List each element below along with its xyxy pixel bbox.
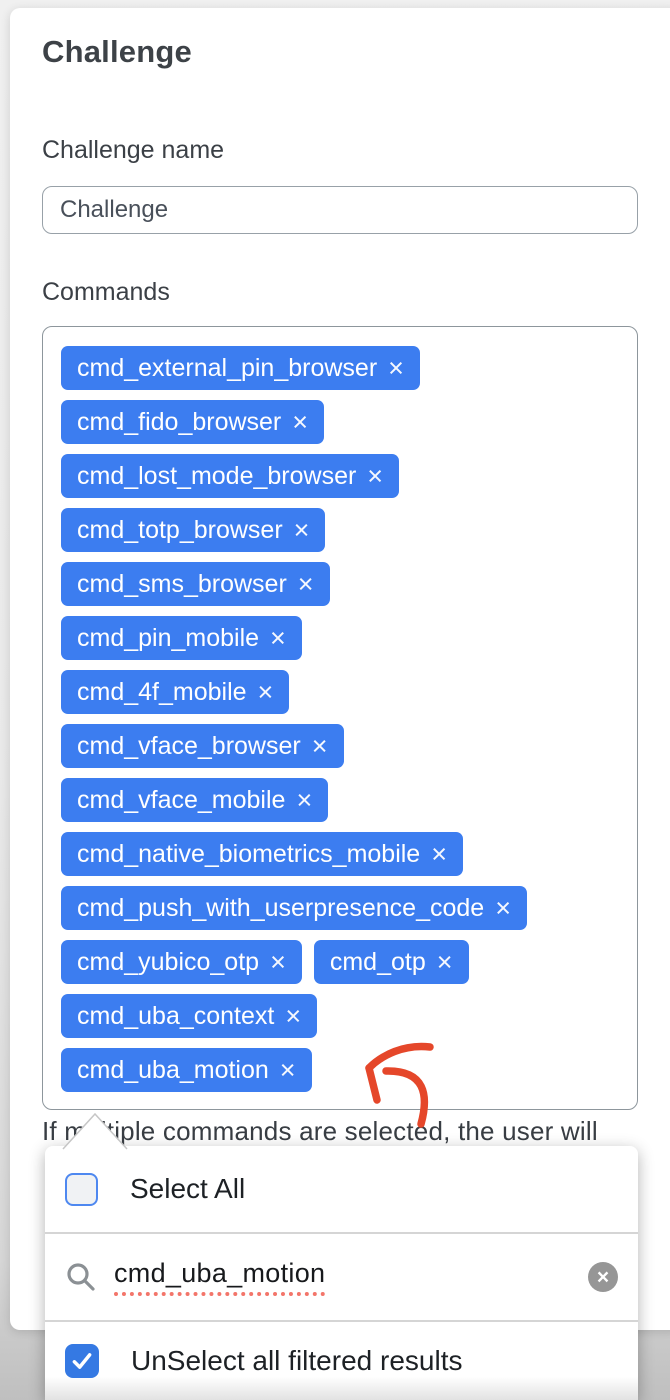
command-tag-row: cmd_vface_browser × [61,724,619,768]
command-tag-row: cmd_4f_mobile × [61,670,619,714]
remove-tag-icon[interactable]: × [292,406,309,437]
command-tag-row: cmd_external_pin_browser × [61,346,619,390]
command-tag-label: cmd_totp_browser [77,515,283,544]
command-tag-label: cmd_uba_motion [77,1055,269,1084]
command-tag-label: cmd_lost_mode_browser [77,461,357,490]
unselect-filtered-label: UnSelect all filtered results [131,1345,463,1376]
command-tag[interactable]: cmd_fido_browser × [61,400,325,444]
command-tag[interactable]: cmd_lost_mode_browser × [61,454,400,498]
remove-tag-icon[interactable]: × [388,352,404,383]
commands-multiselect-box[interactable]: cmd_external_pin_browser×cmd_fido_browse… [42,326,638,1110]
command-tag-label: cmd_yubico_otp [77,947,260,976]
unselect-filtered-checkbox[interactable] [65,1344,99,1378]
challenge-form-card: Challenge Challenge name Commands cmd_ex… [10,8,670,1330]
commands-dropdown-panel: Select All cmd_uba_motion × UnSelect all… [45,1146,638,1400]
dropdown-search-input[interactable]: cmd_uba_motion [114,1258,326,1296]
remove-tag-icon[interactable]: × [296,784,313,815]
remove-tag-icon[interactable]: × [367,460,384,491]
search-icon [67,1263,95,1291]
remove-tag-icon[interactable]: × [431,838,447,869]
command-tag[interactable]: cmd_4f_mobile × [61,670,290,714]
command-tag[interactable]: cmd_sms_browser × [61,562,330,606]
remove-tag-icon[interactable]: × [495,892,511,923]
remove-tag-icon[interactable]: × [297,568,314,599]
command-tag-label: cmd_sms_browser [77,569,287,598]
command-tag-label: cmd_vface_mobile [77,785,286,814]
select-all-option[interactable]: Select All [45,1146,638,1232]
remove-tag-icon[interactable]: × [285,1000,302,1031]
page-title: Challenge [42,34,192,69]
remove-tag-icon[interactable]: × [436,946,453,977]
command-tag-row: cmd_fido_browser × [61,400,619,444]
command-tag-row: cmd_lost_mode_browser × [61,454,619,498]
command-tag[interactable]: cmd_uba_motion × [61,1048,312,1092]
remove-tag-icon[interactable]: × [293,514,310,545]
challenge-name-label: Challenge name [42,136,225,164]
remove-tag-icon[interactable]: × [270,946,286,977]
command-tag[interactable]: cmd_totp_browser × [61,508,326,552]
command-tag-row: cmd_sms_browser × [61,562,619,606]
command-tag-label: cmd_external_pin_browser [77,353,378,382]
command-tag-row: cmd_yubico_otp × cmd_otp × [61,940,619,984]
command-tag-row: cmd_totp_browser × [61,508,619,552]
checkmark-icon [72,1353,92,1369]
dropdown-search-row[interactable]: cmd_uba_motion × [45,1234,638,1320]
clear-search-button[interactable]: × [588,1262,618,1292]
divider [45,1320,638,1322]
command-tag[interactable]: cmd_external_pin_browser × [61,346,420,390]
remove-tag-icon[interactable]: × [257,676,274,707]
command-tag-row: cmd_pin_mobile × [61,616,619,660]
command-tag-row: cmd_push_with_userpresence_code × [61,886,619,930]
command-tag[interactable]: cmd_uba_context × [61,994,318,1038]
command-tag[interactable]: cmd_otp × [313,940,469,984]
command-tag-label: cmd_native_biometrics_mobile [77,839,421,868]
command-tag-label: cmd_push_with_userpresence_code [77,893,485,922]
command-tag-row: cmd_native_biometrics_mobile × [61,832,619,876]
command-tag-label: cmd_pin_mobile [77,623,260,652]
divider [45,1232,638,1234]
command-tag[interactable]: cmd_yubico_otp × [61,940,302,984]
challenge-name-input[interactable] [42,186,638,234]
command-tag[interactable]: cmd_vface_browser × [61,724,344,768]
command-tag-row: cmd_vface_mobile × [61,778,619,822]
command-tag-row: cmd_uba_context × [61,994,619,1038]
select-all-checkbox[interactable] [65,1172,98,1206]
command-tag-label: cmd_fido_browser [77,407,282,436]
remove-tag-icon[interactable]: × [270,622,286,653]
commands-helper-text: If multiple commands are selected, the u… [42,1116,598,1146]
command-tag[interactable]: cmd_push_with_userpresence_code × [61,886,527,930]
remove-tag-icon[interactable]: × [279,1054,296,1085]
command-tag-label: cmd_uba_context [77,1001,275,1030]
command-tag[interactable]: cmd_native_biometrics_mobile × [61,832,463,876]
command-tag[interactable]: cmd_vface_mobile × [61,778,329,822]
remove-tag-icon[interactable]: × [311,730,328,761]
select-all-label: Select All [130,1173,246,1204]
command-tag-label: cmd_vface_browser [77,731,301,760]
command-tag-label: cmd_otp [329,947,426,976]
unselect-filtered-option[interactable]: UnSelect all filtered results [45,1322,638,1400]
command-tag-label: cmd_4f_mobile [77,677,247,706]
commands-label: Commands [42,278,170,306]
command-tag-row: cmd_uba_motion × [61,1048,619,1092]
command-tag[interactable]: cmd_pin_mobile × [61,616,302,660]
close-icon: × [596,1265,610,1289]
